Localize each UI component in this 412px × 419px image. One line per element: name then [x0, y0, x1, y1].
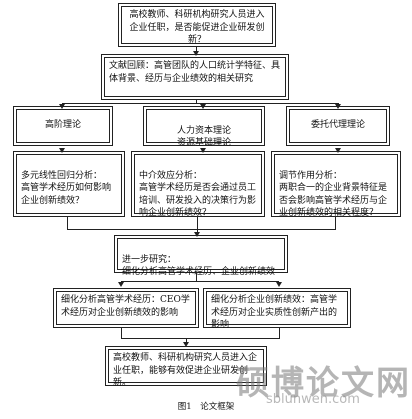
analysis-box-2: 中介效应分析： 高管学术经历是否会通过员工培训、研发投入的决策行为影响企业创新绩…: [134, 154, 262, 218]
arrow-down-icon: [335, 148, 341, 153]
connector-line: [196, 100, 197, 104]
connector-line: [196, 273, 197, 281]
theory-3-text: 委托代理理论: [310, 120, 365, 130]
analysis-3-text: 调节作用分析： 两职合一的企业背景特征是否会影响高管学术经历与企业创新绩效的相关…: [279, 170, 388, 219]
analysis-2-text: 中介效应分析： 高管学术经历是否会通过员工培训、研发投入的决策行为影响企业创新绩…: [139, 170, 257, 219]
further-research-text: 进一步研究： 细化分析高管学术经历、企业创新绩效: [122, 254, 276, 278]
connector-line: [186, 338, 187, 343]
arrow-down-icon: [335, 104, 341, 109]
conclusion-text: 高校教师、科研机构研究人员进入企业任职，能够有效促进企业研发创新。: [113, 353, 258, 388]
arrow-down-icon: [276, 282, 282, 287]
connector-line: [197, 229, 198, 233]
theory-box-3: 委托代理理论: [289, 109, 387, 143]
connector-line: [67, 229, 336, 230]
connector-line: [196, 47, 197, 53]
theory-box-1: 高阶理论: [16, 109, 110, 143]
connector-line: [279, 328, 280, 338]
conclusion-box: 高校教师、科研机构研究人员进入企业任职，能够有效促进企业研发创新。: [108, 349, 264, 388]
research-question-box: 高校教师、科研机构研究人员进入企业任职，是否能促进企业研发创新？: [121, 6, 273, 45]
connector-line: [335, 217, 336, 229]
analysis-1-text: 多元线性回归分析： 高管学术经历如何影响企业创新绩效？: [21, 170, 112, 206]
watermark-url: sblunwen.com: [266, 392, 360, 407]
literature-review-box: 文献回顾：高管团队的人口统计学特征、具体背景、经历与企业绩效的相关研究: [104, 57, 286, 97]
connector-line: [197, 217, 198, 229]
connector-line: [121, 281, 279, 282]
arrow-down-icon: [118, 282, 124, 287]
analysis-box-1: 多元线性回归分析： 高管学术经历如何影响企业创新绩效？: [16, 154, 122, 214]
analysis-box-3: 调节作用分析： 两职合一的企业背景特征是否会影响高管学术经历与企业创新绩效的相关…: [274, 154, 398, 218]
connector-line: [62, 103, 339, 104]
theory-1-text: 高阶理论: [44, 120, 81, 130]
further-box-2: 细化分析企业创新绩效：高管学术经历对企业实质性创新产出的影响: [206, 291, 348, 330]
connector-line: [121, 328, 122, 338]
arrow-down-icon: [200, 104, 206, 109]
literature-review-text: 文献回顾：高管团队的人口统计学特征、具体背景、经历与企业绩效的相关研究: [109, 61, 281, 84]
watermark-text: 硕博论文网: [236, 363, 411, 402]
arrow-down-icon: [200, 148, 206, 153]
arrow-down-icon: [194, 232, 200, 237]
research-question-text: 高校教师、科研机构研究人员进入企业任职，是否能促进企业研发创新？: [129, 10, 265, 45]
further-1-text: 细化分析高管学术经历：CEO学术经历对企业创新绩效的影响: [61, 295, 190, 318]
connector-line: [121, 338, 280, 339]
arrow-down-icon: [183, 342, 189, 347]
further-research-box: 进一步研究： 细化分析高管学术经历、企业创新绩效: [117, 238, 285, 277]
figure-caption: 图1 论文框架: [177, 402, 235, 412]
theory-2-text: 人力资本理论 资源基础理论: [176, 125, 231, 149]
arrow-down-icon: [193, 51, 199, 56]
arrow-down-icon: [59, 104, 65, 109]
theory-box-2: 人力资本理论 资源基础理论: [146, 109, 262, 148]
connector-line: [67, 217, 68, 229]
arrow-down-icon: [59, 148, 65, 153]
further-2-text: 细化分析企业创新绩效：高管学术经历对企业实质性创新产出的影响: [211, 295, 338, 330]
further-box-1: 细化分析高管学术经历：CEO学术经历对企业创新绩效的影响: [56, 291, 196, 325]
